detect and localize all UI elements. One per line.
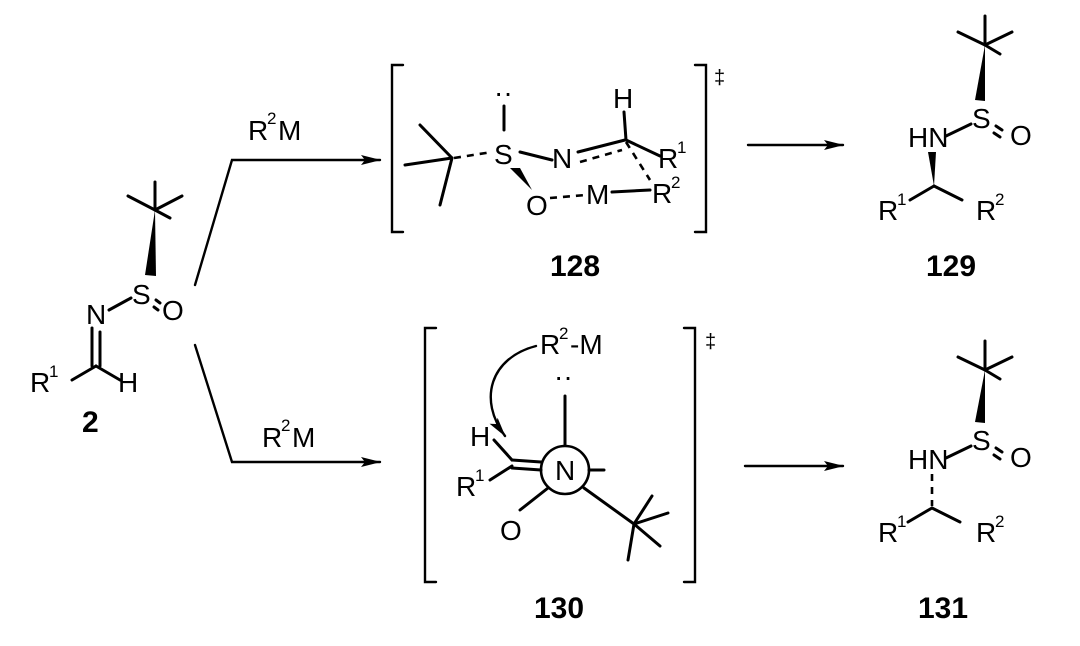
dagger: ‡	[705, 331, 716, 353]
wedge-bond	[975, 370, 985, 423]
wedge-bond	[145, 210, 156, 276]
compound-label-130: 130	[534, 592, 584, 625]
atom-h: H	[470, 421, 490, 452]
atom-h: H	[613, 83, 633, 114]
wedge-bond	[975, 45, 985, 101]
organometallic-label: R 2 -M	[540, 324, 603, 360]
svg-text:2: 2	[559, 324, 568, 343]
svg-text:R: R	[540, 329, 560, 360]
bracket-left	[423, 326, 438, 584]
arrow-bottom	[193, 343, 382, 467]
atom-r1: R	[878, 517, 898, 548]
atom-r1: R	[878, 195, 898, 226]
atom-s: S	[972, 425, 991, 456]
svg-text:2: 2	[671, 173, 680, 192]
atom-o: O	[500, 515, 522, 546]
wedge-bond	[510, 168, 532, 190]
atom-m: M	[586, 179, 609, 210]
svg-text:1: 1	[897, 512, 906, 531]
svg-text:M: M	[292, 422, 315, 453]
svg-text:M: M	[278, 115, 301, 146]
branch-arrows: R 2 M R 2 M	[193, 109, 382, 467]
reagent-top: R 2 M	[248, 109, 301, 146]
svg-text:2: 2	[281, 416, 290, 435]
atom-hn: HN	[908, 444, 948, 475]
compound-label-131: 131	[918, 592, 968, 625]
atom-o: O	[526, 190, 548, 221]
svg-text:2: 2	[995, 190, 1004, 209]
atom-n: N	[555, 455, 575, 486]
bracket-left	[390, 63, 405, 234]
svg-text:1: 1	[677, 138, 686, 157]
transition-state-128: ‡ S ·· O N H R 1 R 2 M 128	[390, 63, 725, 283]
svg-text:2: 2	[995, 512, 1004, 531]
atom-r: R	[30, 367, 50, 398]
atom-n: N	[86, 299, 106, 330]
atom-n: N	[552, 143, 572, 174]
atom-s: S	[494, 139, 513, 170]
reagent-bottom: R 2 M	[262, 416, 315, 453]
atom-o: O	[1010, 120, 1032, 151]
svg-text:R: R	[262, 422, 282, 453]
bracket-right	[682, 326, 697, 584]
atom-r2: R	[652, 178, 672, 209]
superscript: 1	[49, 362, 58, 381]
sulfinamide-131: S O HN R 1 R 2 131	[878, 339, 1032, 625]
lone-pair-top: ··	[554, 361, 573, 392]
svg-text:1: 1	[475, 466, 484, 485]
wedge-bond	[928, 152, 936, 186]
atom-s: S	[132, 279, 151, 310]
atom-r2: R	[976, 195, 996, 226]
hashed-bond	[453, 150, 493, 160]
lone-pair: ··	[494, 77, 513, 108]
atom-o: O	[162, 295, 184, 326]
arrow-top	[193, 155, 382, 287]
atom-s: S	[972, 103, 991, 134]
svg-text:1: 1	[897, 190, 906, 209]
compound-label-2: 2	[82, 406, 99, 439]
sulfinamide-129: S O HN R 1 R 2 129	[878, 14, 1032, 283]
compound-label-129: 129	[926, 250, 976, 283]
atom-o: O	[1010, 442, 1032, 473]
bracket-right	[693, 63, 708, 234]
atom-h: H	[118, 367, 138, 398]
dagger: ‡	[714, 67, 725, 89]
svg-text:R: R	[248, 115, 268, 146]
transition-state-130: ‡ R 2 -M ·· N H R 1 O 130	[423, 324, 716, 625]
svg-text:-M: -M	[570, 329, 603, 360]
curved-arrow	[489, 344, 538, 438]
sulfinimine-2: S O N R 1 H 2	[30, 180, 184, 439]
atom-r1: R	[456, 471, 476, 502]
compound-label-128: 128	[550, 250, 600, 283]
atom-r2: R	[976, 517, 996, 548]
atom-r1: R	[658, 143, 678, 174]
svg-text:2: 2	[267, 109, 276, 128]
atom-hn: HN	[908, 122, 948, 153]
